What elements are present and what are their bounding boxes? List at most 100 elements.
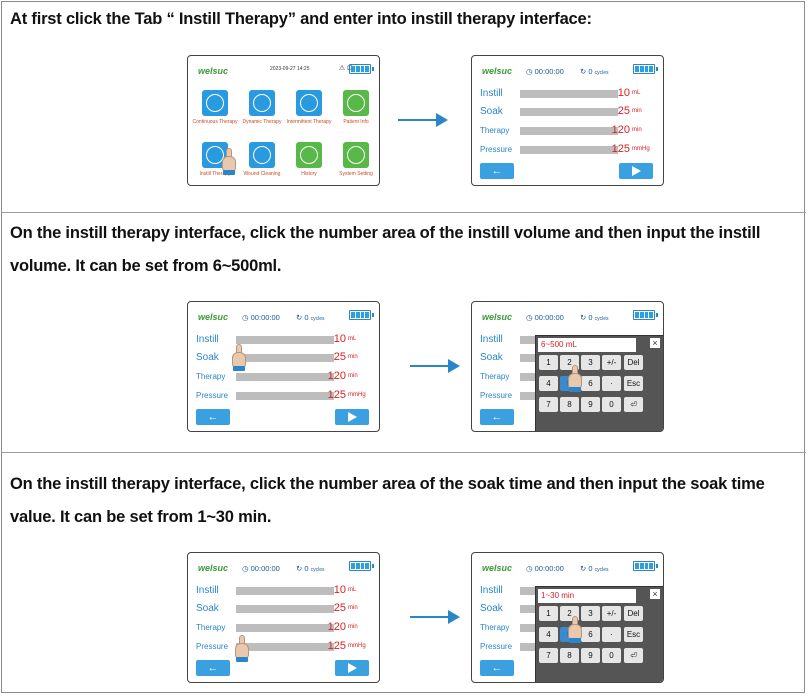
tile-icon (206, 94, 224, 112)
play-button[interactable] (335, 409, 369, 425)
close-icon[interactable]: × (650, 338, 660, 348)
close-icon[interactable]: × (650, 589, 660, 599)
keypad-key[interactable]: 3 (581, 606, 600, 621)
row-label: Pressure (480, 642, 513, 651)
row-label: Pressure (480, 145, 513, 154)
row-unit: mL (348, 587, 357, 593)
back-button[interactable]: ← (196, 660, 230, 676)
row-bar (520, 127, 618, 135)
tile-icon (347, 94, 365, 112)
home-tile[interactable] (296, 90, 322, 116)
keypad-key[interactable]: 1 (539, 606, 558, 621)
step2-text-line1: On the instill therapy interface, click … (10, 224, 761, 242)
play-button[interactable] (619, 163, 653, 179)
keypad-key[interactable]: 8 (560, 397, 579, 412)
brand-logo: welsuc (198, 312, 229, 322)
row-value[interactable]: 10 (617, 87, 630, 99)
keypad-key[interactable]: 4 (539, 376, 558, 391)
row-value[interactable]: 125 (611, 143, 630, 155)
row-bar (520, 146, 618, 154)
battery-icon (633, 310, 658, 320)
keypad-key[interactable]: 7 (539, 397, 558, 412)
row-bar (236, 605, 334, 613)
keypad-key[interactable]: · (602, 376, 621, 391)
row-value[interactable]: 25 (617, 105, 630, 117)
right-arrow-icon (398, 113, 448, 127)
row-unit: mmHg (348, 643, 366, 649)
back-button[interactable]: ← (480, 163, 514, 179)
timer-readout: ◷ 00:00:00 (526, 313, 564, 322)
row-bar (236, 643, 334, 651)
row-value[interactable]: 10 (333, 333, 346, 345)
keypad-key[interactable]: 9 (581, 648, 600, 663)
keypad-key[interactable]: 0 (602, 648, 621, 663)
row-value[interactable]: 125 (327, 640, 346, 652)
row-value[interactable]: 10 (333, 584, 346, 596)
back-button[interactable]: ← (480, 660, 514, 676)
keypad-key[interactable]: 6 (581, 376, 600, 391)
timer-readout: ◷ 00:00:00 (526, 67, 564, 76)
keypad-key[interactable]: ⏎ (624, 648, 643, 663)
row-value[interactable]: 120 (327, 370, 346, 382)
keypad-key[interactable]: 4 (539, 627, 558, 642)
tile-icon (300, 94, 318, 112)
home-tile[interactable] (202, 90, 228, 116)
keypad-key[interactable]: Del (624, 606, 643, 621)
back-button[interactable]: ← (196, 409, 230, 425)
play-button[interactable] (335, 660, 369, 676)
home-tile[interactable] (343, 90, 369, 116)
keypad-key[interactable]: 8 (560, 648, 579, 663)
keypad-key[interactable]: ⏎ (624, 397, 643, 412)
battery-icon (349, 310, 374, 320)
home-tile[interactable] (343, 142, 369, 168)
brand-logo: welsuc (198, 563, 229, 573)
keypad-key[interactable]: Esc (624, 376, 643, 391)
keypad-key[interactable]: 1 (539, 355, 558, 370)
keypad-key[interactable]: Del (624, 355, 643, 370)
home-tile-label: System Setting (339, 171, 373, 177)
section-divider (1, 212, 806, 213)
row-label: Instill (480, 585, 503, 596)
keypad-key[interactable]: 9 (581, 397, 600, 412)
row-value[interactable]: 120 (327, 621, 346, 633)
back-button[interactable]: ← (480, 409, 514, 425)
row-value[interactable]: 125 (327, 389, 346, 401)
row-value[interactable]: 120 (611, 124, 630, 136)
keypad-key[interactable]: 0 (602, 397, 621, 412)
row-unit: min (632, 127, 642, 133)
home-tile[interactable] (249, 90, 275, 116)
keypad-key[interactable]: 7 (539, 648, 558, 663)
step2-text-line2: volume. It can be set from 6~500ml. (10, 257, 282, 275)
step1-text: At first click the Tab “ Instill Therapy… (10, 10, 592, 28)
row-unit: min (348, 624, 358, 630)
keypad-key[interactable]: +/- (602, 606, 621, 621)
row-label: Therapy (480, 126, 510, 135)
keypad-key[interactable]: 3 (581, 355, 600, 370)
home-tile[interactable] (296, 142, 322, 168)
keypad-key[interactable]: Esc (624, 627, 643, 642)
home-tile[interactable] (249, 142, 275, 168)
hand-pointer-icon (220, 148, 238, 175)
keypad-key[interactable]: +/- (602, 355, 621, 370)
row-value[interactable]: 25 (333, 602, 346, 614)
keypad-key[interactable]: 6 (581, 627, 600, 642)
row-value[interactable]: 25 (333, 351, 346, 363)
row-label: Soak (480, 352, 503, 363)
keypad-key[interactable]: · (602, 627, 621, 642)
